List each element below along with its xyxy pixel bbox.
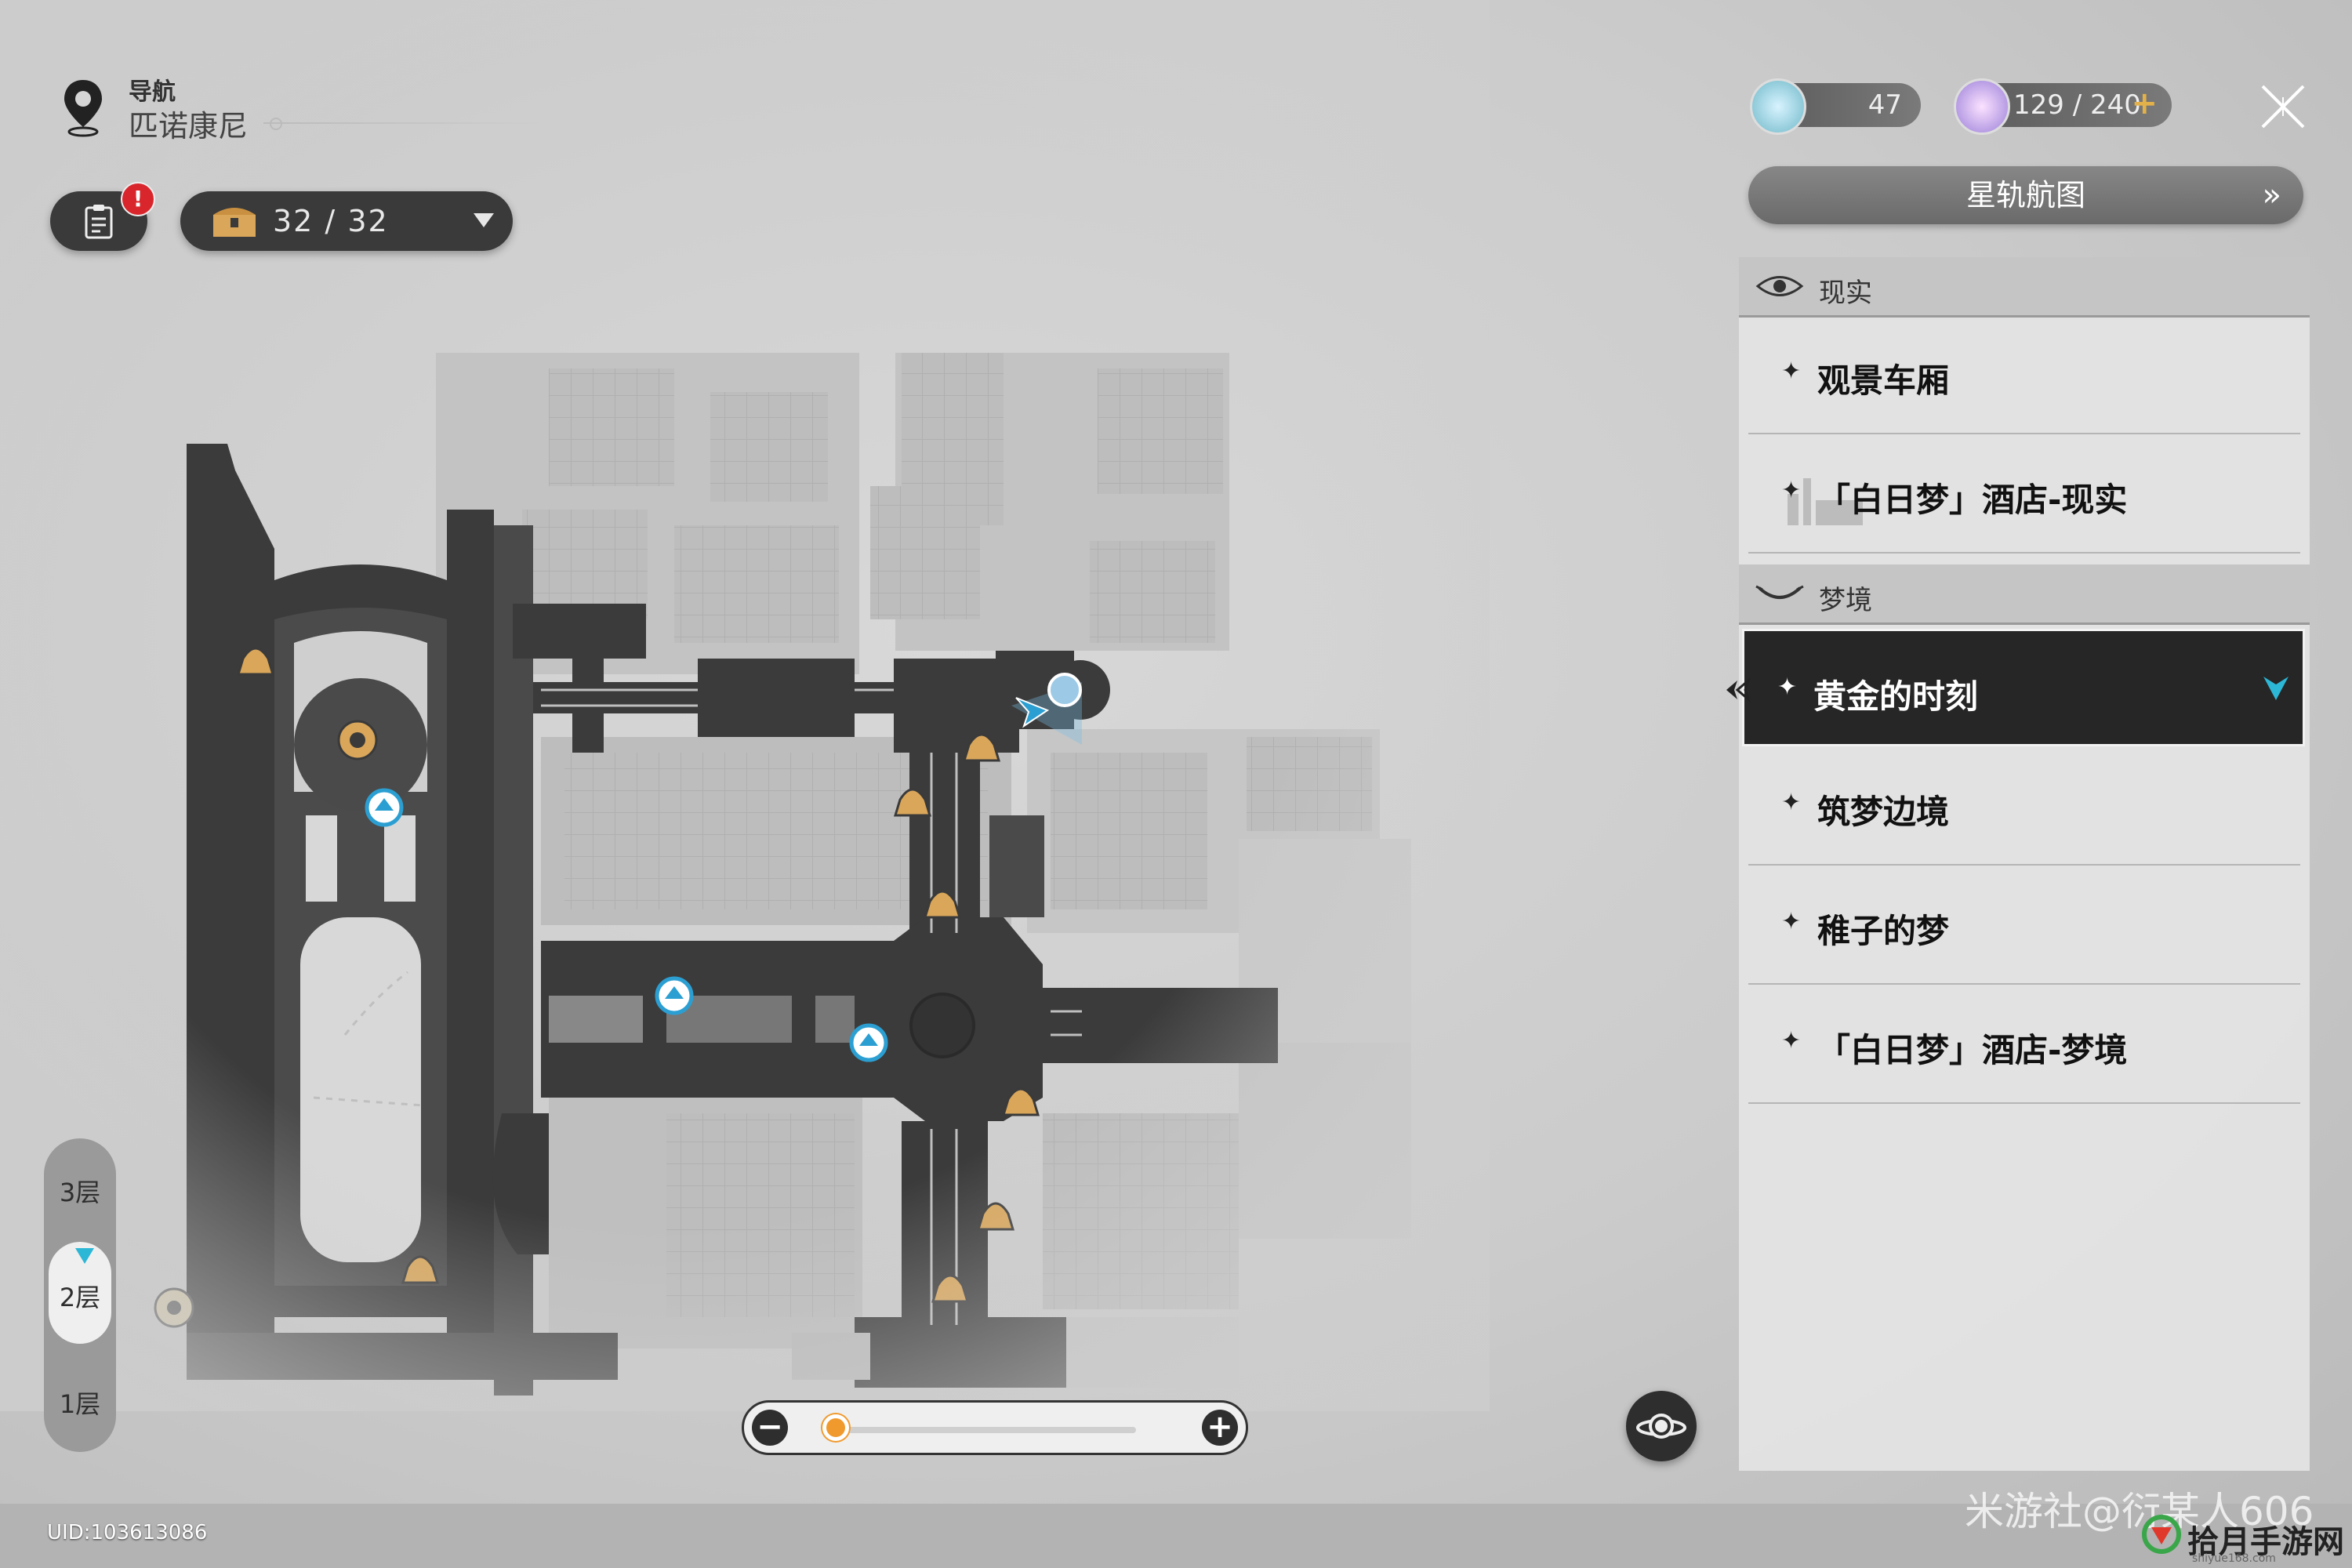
trailblaze-power-icon [1954,78,2010,135]
alert-badge: ! [121,182,155,216]
region-label: 「白日梦」酒店-现实 [1817,481,2128,519]
selection-pointer-icon [1726,677,1751,703]
bottom-strip [0,1504,2352,1568]
sparkle-icon: ✦ [1781,1027,1802,1054]
current-location-icon [2263,677,2288,700]
region-item[interactable]: ✦ 「白日梦」酒店-现实 [1748,434,2300,554]
floor-2-button[interactable]: 2层 [59,1283,101,1312]
nav-line-dot [270,118,282,130]
region-item[interactable]: ✦ 筑梦边境 [1748,746,2300,866]
region-label: 观景车厢 [1817,361,1950,400]
floor-selector: 3层 2层 1层 [44,1138,116,1452]
region-label: 筑梦边境 [1817,793,1950,831]
sparkle-icon: ✦ [1781,789,1802,816]
region-item-selected[interactable]: ✦ 黄金的时刻 [1742,629,2305,746]
region-item[interactable]: ✦ 观景车厢 [1748,315,2300,434]
region-item[interactable]: ✦ 稚子的梦 [1748,866,2300,985]
zoom-slider-track[interactable] [830,1427,1136,1433]
region-label: 黄金的时刻 [1813,677,1979,716]
zoom-out-button[interactable]: − [752,1410,788,1446]
treasure-chest-counter[interactable]: 32 / 32 [180,191,513,251]
task-log-button[interactable] [50,191,147,251]
stellar-jade-value: 47 [1867,89,1902,121]
trailblaze-power-counter[interactable]: 129 / 240 + [1954,78,2172,135]
stellar-jade-counter: 47 [1750,78,1921,135]
zoom-control: − + [742,1400,1248,1455]
region-list-panel: 现实 ✦ 观景车厢 ✦ 「白日梦」酒店-现实 梦境 ✦ 黄金的时刻 ✦ 筑梦边境… [1739,257,2310,1471]
floor-3-button[interactable]: 3层 [59,1178,101,1207]
section-header-dreamscape: 梦境 [1739,564,2310,625]
chest-count: 32 / 32 [273,204,389,238]
planet-switch-button[interactable] [1626,1391,1697,1461]
nav-title: 导航 [129,78,176,106]
closed-eye-icon [1755,585,1804,599]
watermark-text: 米游社@衍某人606 [1965,1489,2314,1534]
double-chevron-right-icon: » [2262,177,2281,213]
zoom-in-button[interactable]: + [1202,1410,1238,1446]
eye-icon [1755,276,1804,296]
planet-icon [1636,1414,1686,1439]
clipboard-icon [85,205,113,239]
current-floor-icon [75,1248,94,1264]
close-icon[interactable] [2258,82,2308,132]
world-map[interactable] [0,0,1490,1411]
nav-divider [263,122,546,124]
chevron-down-icon [474,213,494,227]
skyline-icon [1788,478,1863,525]
section-title: 梦境 [1819,585,1872,616]
region-item[interactable]: ✦ 「白日梦」酒店-梦境 [1748,985,2300,1104]
user-uid: UID:103613086 [47,1521,208,1544]
stellar-jade-icon [1750,78,1806,135]
add-power-button[interactable]: + [2131,85,2158,122]
star-rail-map-label: 星轨航图 [1965,178,2085,212]
sparkle-icon: ✦ [1781,908,1802,935]
sparkle-icon: ✦ [1781,477,1802,504]
site-url: shiyue168.com [2192,1552,2276,1565]
site-logo-icon [2142,1515,2181,1554]
sparkle-icon: ✦ [1781,358,1802,385]
trailblaze-power-value: 129 / 240 [2013,89,2141,121]
section-header-reality: 现实 [1739,257,2310,318]
star-rail-map-button[interactable]: 星轨航图 » [1748,166,2303,224]
floor-1-button[interactable]: 1层 [59,1389,101,1419]
section-title: 现实 [1819,278,1872,309]
treasure-chest-icon [213,208,256,237]
zoom-slider-thumb[interactable] [822,1414,849,1441]
region-label: 稚子的梦 [1817,912,1950,950]
site-watermark: 拾月手游网 [2187,1524,2344,1560]
region-label: 「白日梦」酒店-梦境 [1817,1031,2128,1069]
floor-selected-highlight [49,1242,111,1344]
sparkle-icon: ✦ [1777,673,1798,701]
nav-location: 匹诺康尼 [129,109,249,143]
location-pin-icon [64,80,102,137]
